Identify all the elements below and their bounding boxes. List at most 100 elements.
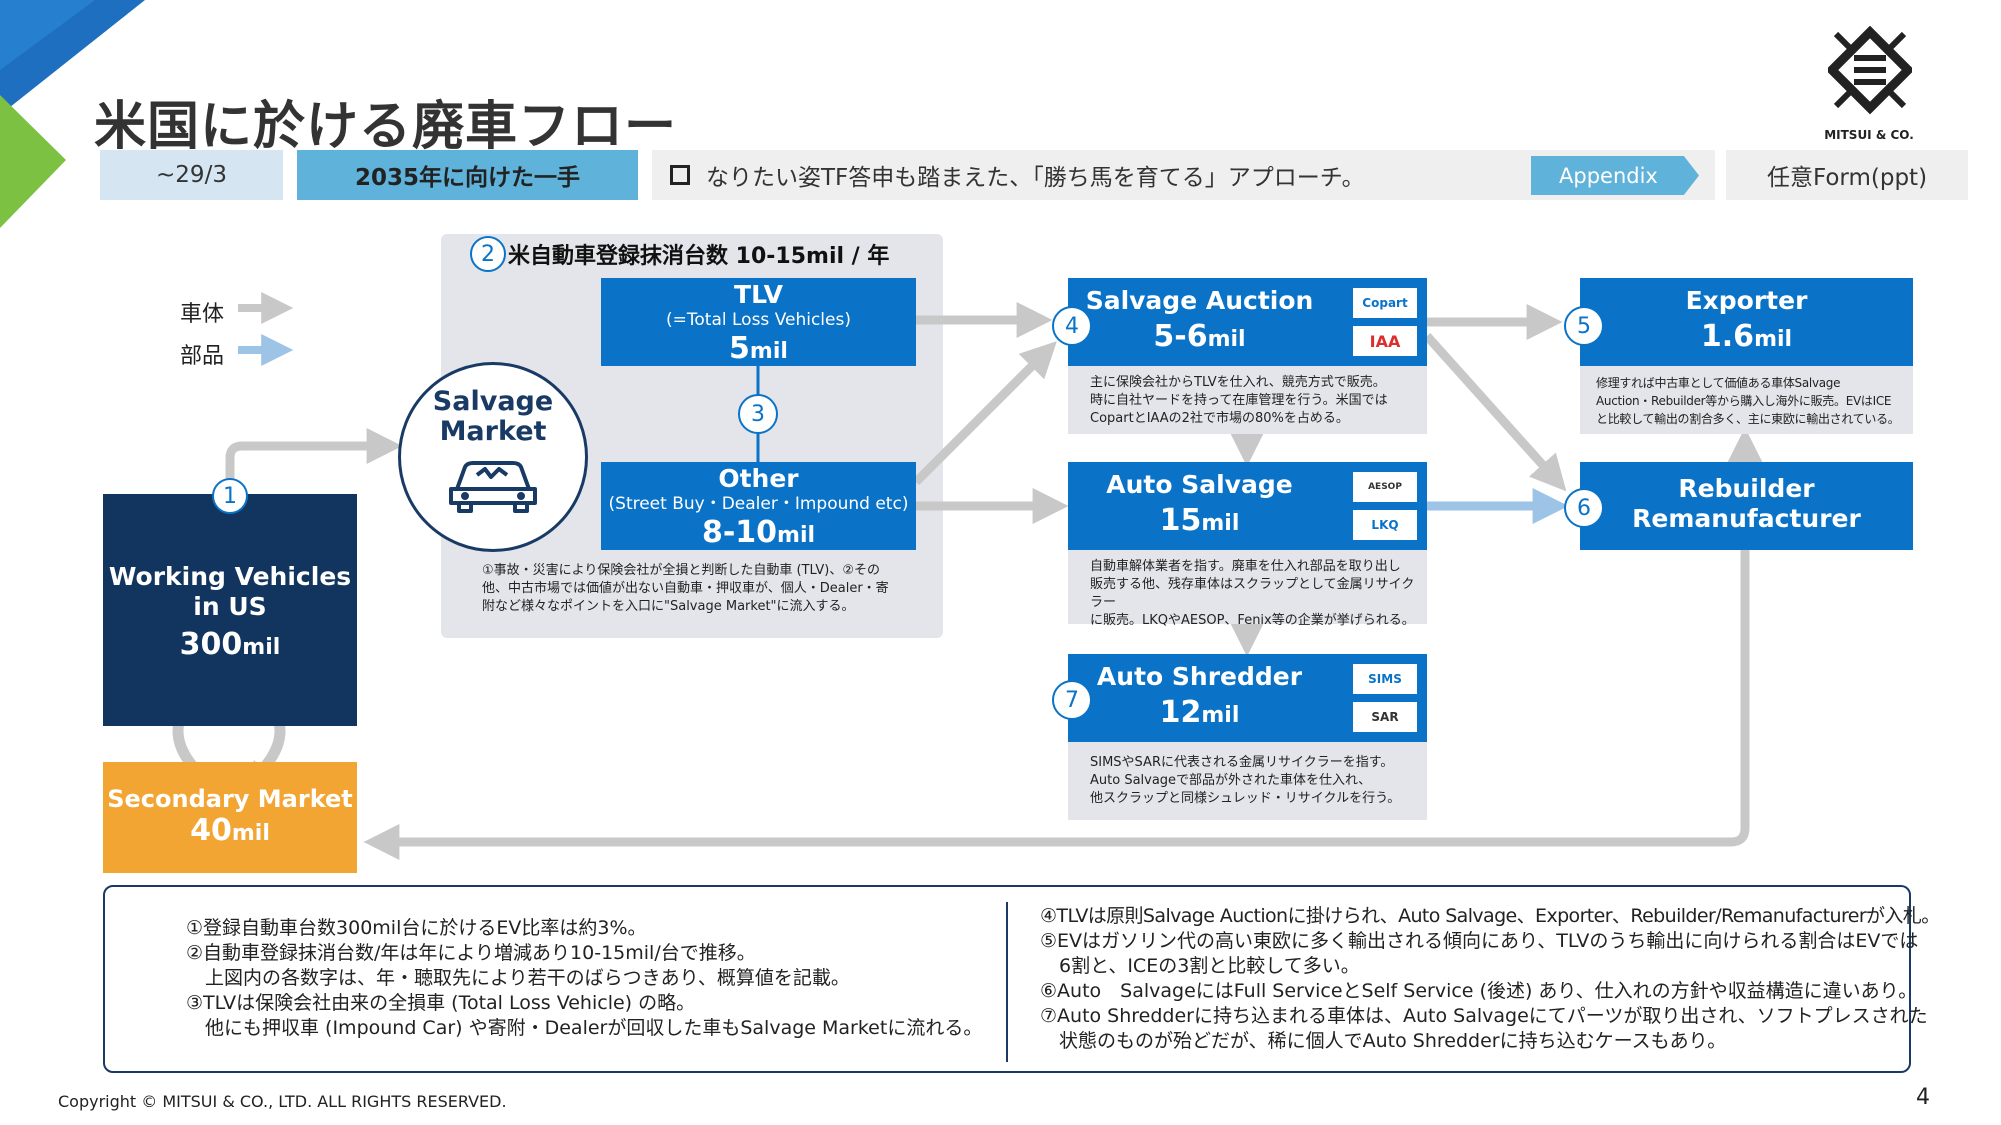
note-line: ②自動車登録抹消台数/年は年により増減あり10-15mil/台で推移。 — [186, 942, 756, 964]
step-number-2: 2 — [470, 236, 506, 272]
desc-line: ①事故・災害により保険会社が全損と判断した自動車 (TLV)、②その — [482, 563, 880, 578]
other-title: Other — [718, 464, 799, 493]
corner-decoration — [0, 0, 145, 228]
copyright: Copyright © MITSUI & CO., LTD. ALL RIGHT… — [58, 1092, 507, 1111]
desc-line: 自動車解体業者を指す。廃車を仕入れ部品を取り出し — [1090, 559, 1401, 574]
exporter-title: Exporter — [1685, 286, 1808, 315]
notes-left: ①登録自動車台数300mil台に於けるEV比率は約3%。 ②自動車登録抹消台数/… — [186, 916, 982, 1041]
secondary-title: Secondary Market — [107, 785, 353, 813]
other-unit: mil — [777, 523, 816, 548]
copart-logo-icon: Copart — [1353, 288, 1417, 318]
auto-salvage-title: Auto Salvage — [1106, 470, 1293, 499]
auto-salvage-unit: mil — [1201, 511, 1240, 536]
salvage-market-description: ①事故・災害により保険会社が全損と判断した自動車 (TLV)、②その 他、中古市… — [482, 562, 889, 616]
page-number: 4 — [1916, 1085, 1930, 1110]
salvage-market-label: Salvage Market — [432, 386, 554, 447]
exporter-box: Exporter 1.6mil — [1580, 278, 1913, 366]
rebuilder-box: Rebuilder Remanufacturer — [1580, 462, 1913, 550]
step-number-6: 6 — [1564, 488, 1604, 528]
desc-line: CopartとIAAの2社で市場の80%を占める。 — [1090, 411, 1349, 426]
note-line: 上図内の各数字は、年・聴取先により若干のばらつきあり、概算値を記載。 — [186, 967, 850, 989]
approach-text: なりたい姿TF答申も踏まえた、「勝ち馬を育てる」アプローチ。 — [706, 165, 1365, 191]
secondary-value-wrap: 40mil — [103, 814, 357, 848]
notes-right: ④TLVは原則Salvage Auctionに掛けられ、Auto Salvage… — [1040, 904, 1940, 1054]
auto-shredder-value: 12 — [1159, 695, 1202, 730]
appendix-button[interactable]: Appendix — [1531, 156, 1699, 195]
salvage-auction-value-wrap: 5-6mil — [1068, 320, 1331, 354]
auto-shredder-description: SIMSやSARに代表される金属リサイクラーを指す。 Auto Salvageで… — [1068, 742, 1427, 820]
note-line: 他にも押収車 (Impound Car) や寄附・Dealerが回収した車もSa… — [186, 1017, 983, 1039]
strategy-tag: 2035年に向けた一手 — [297, 150, 638, 200]
exporter-description: 修理すれば中古車として価値ある車体Salvage Auction・Rebuild… — [1580, 366, 1913, 434]
note-line: ④TLVは原則Salvage Auctionに掛けられ、Auto Salvage… — [1040, 905, 1940, 927]
secondary-unit: mil — [231, 821, 270, 846]
aesop-logo-icon: AESOP — [1353, 472, 1417, 502]
salvage-auction-unit: mil — [1207, 327, 1246, 352]
lkq-logo-icon: LKQ — [1353, 510, 1417, 540]
tlv-value-wrap: 5mil — [601, 332, 916, 366]
tlv-value: 5 — [729, 331, 750, 366]
desc-line: 修理すれば中古車として価値ある車体Salvage — [1596, 376, 1841, 390]
salvage-auction-description: 主に保険会社からTLVを仕入れ、競売方式で販売。 時に自社ヤードを持って在庫管理… — [1068, 366, 1427, 434]
sar-logo-icon: SAR — [1353, 702, 1417, 732]
step-number-7: 7 — [1052, 680, 1092, 720]
desc-line: 時に自社ヤードを持って在庫管理を行う。米国では — [1090, 393, 1388, 408]
note-line: ③TLVは保険会社由来の全損車 (Total Loss Vehicle) の略。 — [186, 992, 696, 1014]
note-line: ⑤EVはガソリン代の高い東欧に多く輸出される傾向にあり、TLVのうち輸出に向けら… — [1040, 930, 1919, 952]
desc-line: 他、中古市場では価値が出ない自動車・押収車が、個人・Dealer・寄 — [482, 581, 889, 596]
rebuilder-title-line1: Rebuilder — [1678, 474, 1815, 503]
step-number-4: 4 — [1052, 306, 1092, 346]
rebuilder-title-line2: Remanufacturer — [1632, 504, 1861, 533]
iaa-logo-icon: IAA — [1353, 326, 1417, 356]
secondary-market-box: Secondary Market 40mil — [103, 762, 357, 873]
page-title: 米国に於ける廃車フロー — [94, 97, 678, 157]
step-number-5: 5 — [1564, 306, 1604, 346]
other-value-wrap: 8-10mil — [601, 516, 916, 550]
arrow-working-to-market — [225, 428, 403, 494]
checkbox-square-icon — [670, 165, 690, 185]
step-number-1: 1 — [212, 478, 248, 514]
exporter-value-wrap: 1.6mil — [1580, 320, 1913, 354]
auto-shredder-value-wrap: 12mil — [1068, 696, 1331, 730]
note-line: ①登録自動車台数300mil台に於けるEV比率は約3%。 — [186, 917, 647, 939]
mitsui-logo-icon — [1828, 26, 1912, 115]
auto-shredder-unit: mil — [1201, 703, 1240, 728]
tlv-subtitle: (=Total Loss Vehicles) — [666, 310, 851, 330]
step-number-3: 3 — [738, 394, 778, 434]
notes-box — [103, 885, 1911, 1073]
tlv-box: TLV (=Total Loss Vehicles) 5mil — [601, 278, 916, 366]
auto-salvage-description: 自動車解体業者を指す。廃車を仕入れ部品を取り出し 販売する他、残存車体はスクラッ… — [1068, 550, 1427, 628]
desc-line: に販売。LKQやAESOP、Fenix等の企業が挙げられる。 — [1090, 613, 1415, 628]
working-unit: mil — [242, 635, 281, 660]
desc-line: 主に保険会社からTLVを仕入れ、競売方式で販売。 — [1090, 375, 1386, 390]
tlv-unit: mil — [749, 339, 788, 364]
desc-line: 附など様々なポイントを入口に"Salvage Market"に流入する。 — [482, 599, 855, 614]
arrow-rebuilder-to-secondary — [363, 550, 1750, 860]
note-line: ⑥Auto SalvageにはFull ServiceとSelf Service… — [1040, 980, 1918, 1002]
working-vehicles-box: Working Vehicles in US 300mil — [103, 494, 357, 726]
note-line: ⑦Auto Shredderに持ち込まれる車体は、Auto Salvageにてパ… — [1040, 1005, 1928, 1027]
auto-salvage-value: 15 — [1159, 503, 1202, 538]
other-value: 8-10 — [701, 515, 778, 550]
note-line: 6割と、ICEの3割と比較して多い。 — [1040, 955, 1360, 977]
working-title-line2: in US — [193, 592, 267, 621]
other-subtitle: (Street Buy・Dealer・Impound etc) — [608, 494, 909, 514]
legend-parts-label: 部品 — [180, 344, 225, 369]
notes-divider — [1006, 902, 1008, 1062]
desc-line: Auto Salvageで部品が外された車体を仕入れ、 — [1090, 773, 1372, 788]
arrow-other-to-auction — [912, 341, 1057, 486]
exporter-value: 1.6 — [1700, 319, 1755, 354]
exporter-unit: mil — [1754, 327, 1793, 352]
salvage-market-circle: Salvage Market — [398, 362, 588, 552]
note-line: 状態のものが殆どだが、稀に個人でAuto Shredderに持ち込むケースもあり… — [1040, 1030, 1727, 1052]
desc-line: SIMSやSARに代表される金属リサイクラーを指す。 — [1090, 755, 1394, 770]
auto-shredder-title: Auto Shredder — [1096, 662, 1303, 691]
period-tag: ~29/3 — [100, 150, 283, 200]
salvage-auction-title: Salvage Auction — [1085, 286, 1314, 315]
form-tag: 任意Form(ppt) — [1726, 150, 1968, 200]
auto-salvage-value-wrap: 15mil — [1068, 504, 1331, 538]
working-value-wrap: 300mil — [103, 628, 357, 662]
deregistration-label: 米自動車登録抹消台数 10-15mil / 年 — [508, 244, 890, 269]
salvage-auction-value: 5-6 — [1153, 319, 1208, 354]
desc-line: Auction・Rebuilder等から購入し海外に販売。EVはICE — [1596, 394, 1892, 408]
